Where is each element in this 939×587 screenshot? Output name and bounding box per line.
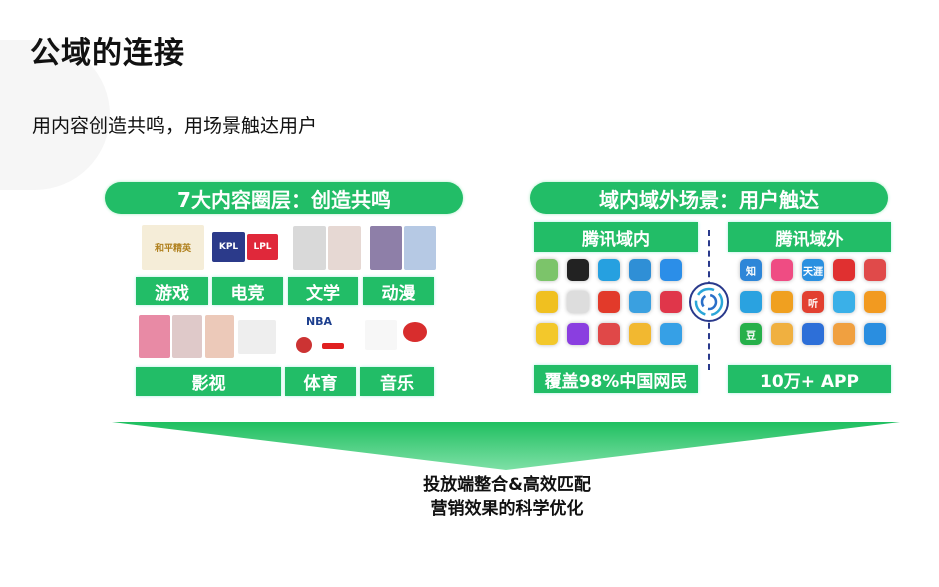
kpl-logo-text: KPL [218, 242, 239, 252]
calendar-icon [864, 259, 886, 281]
app-icon [629, 323, 651, 345]
nba-logo: NBA [300, 314, 338, 328]
app-icon [864, 291, 886, 313]
wechat-icon [536, 259, 558, 281]
app-icon [660, 291, 682, 313]
tencent-inner-label: 腾讯域内 [534, 222, 698, 252]
zhihu-icon: 知 [740, 259, 762, 281]
category-music: 音乐 [360, 367, 434, 396]
app-icon [771, 323, 793, 345]
app-icon [629, 291, 651, 313]
content-circles-header: 7大内容圈层：创造共鸣 [105, 182, 463, 214]
film-poster [172, 315, 202, 358]
page-title: 公域的连接 [30, 36, 185, 71]
game-logo-text: 和平精英 [154, 244, 191, 254]
category-games: 游戏 [136, 277, 208, 305]
app-icon [660, 323, 682, 345]
tianya-icon: 天涯 [802, 259, 824, 281]
game-logo: 和平精英 [142, 225, 204, 270]
app-icon [567, 291, 589, 313]
category-literature: 文学 [288, 277, 358, 305]
page-subtitle: 用内容创造共鸣，用场景触达用户 [32, 115, 318, 137]
novel-cover [328, 226, 361, 270]
app-icon [833, 259, 855, 281]
app-icon [598, 323, 620, 345]
app-icon [740, 291, 762, 313]
app-icon [771, 259, 793, 281]
lpl-logo: LPL [247, 234, 278, 260]
category-esports: 电竞 [212, 277, 283, 305]
anime-cover [404, 226, 436, 270]
bottom-line-1: 投放端整合&高效匹配 [423, 475, 591, 495]
anime-cover [370, 226, 402, 270]
lpl-logo-text: LPL [253, 242, 272, 252]
category-film: 影视 [136, 367, 281, 396]
qq-browser-icon [660, 259, 682, 281]
app-icon [833, 291, 855, 313]
novel-cover [293, 226, 326, 270]
app-icon [598, 291, 620, 313]
f1-logo [322, 343, 344, 349]
category-sports: 体育 [285, 367, 356, 396]
app-icon [802, 323, 824, 345]
weishi-icon [567, 323, 589, 345]
game-icon [771, 291, 793, 313]
funnel-shape [112, 422, 900, 470]
nba-logo-text: NBA [305, 314, 333, 328]
tencent-outer-label: 腾讯域外 [728, 222, 891, 252]
app-icon [833, 323, 855, 345]
coverage-label: 覆盖98%中国网民 [534, 365, 698, 393]
qq-icon [567, 259, 589, 281]
film-poster [139, 315, 170, 358]
scenes-header: 域内域外场景：用户触达 [530, 182, 888, 214]
film-poster [205, 315, 234, 358]
app-icon [864, 323, 886, 345]
studio-logos [238, 320, 276, 354]
music-logo [403, 322, 427, 342]
qzone-icon [536, 323, 558, 345]
ting-icon: 听 [802, 291, 824, 313]
category-anime: 动漫 [363, 277, 434, 305]
app-count-label: 10万+ APP [728, 365, 891, 393]
tencent-news-icon [629, 259, 651, 281]
tencent-video-icon [598, 259, 620, 281]
kpl-logo: KPL [212, 232, 245, 262]
cba-logo [296, 337, 312, 353]
qq-music-icon [536, 291, 558, 313]
hub-icon [689, 282, 729, 322]
music-logo [365, 320, 397, 350]
bottom-line-2: 营销效果的科学优化 [430, 499, 584, 519]
douban-icon: 豆 [740, 323, 762, 345]
